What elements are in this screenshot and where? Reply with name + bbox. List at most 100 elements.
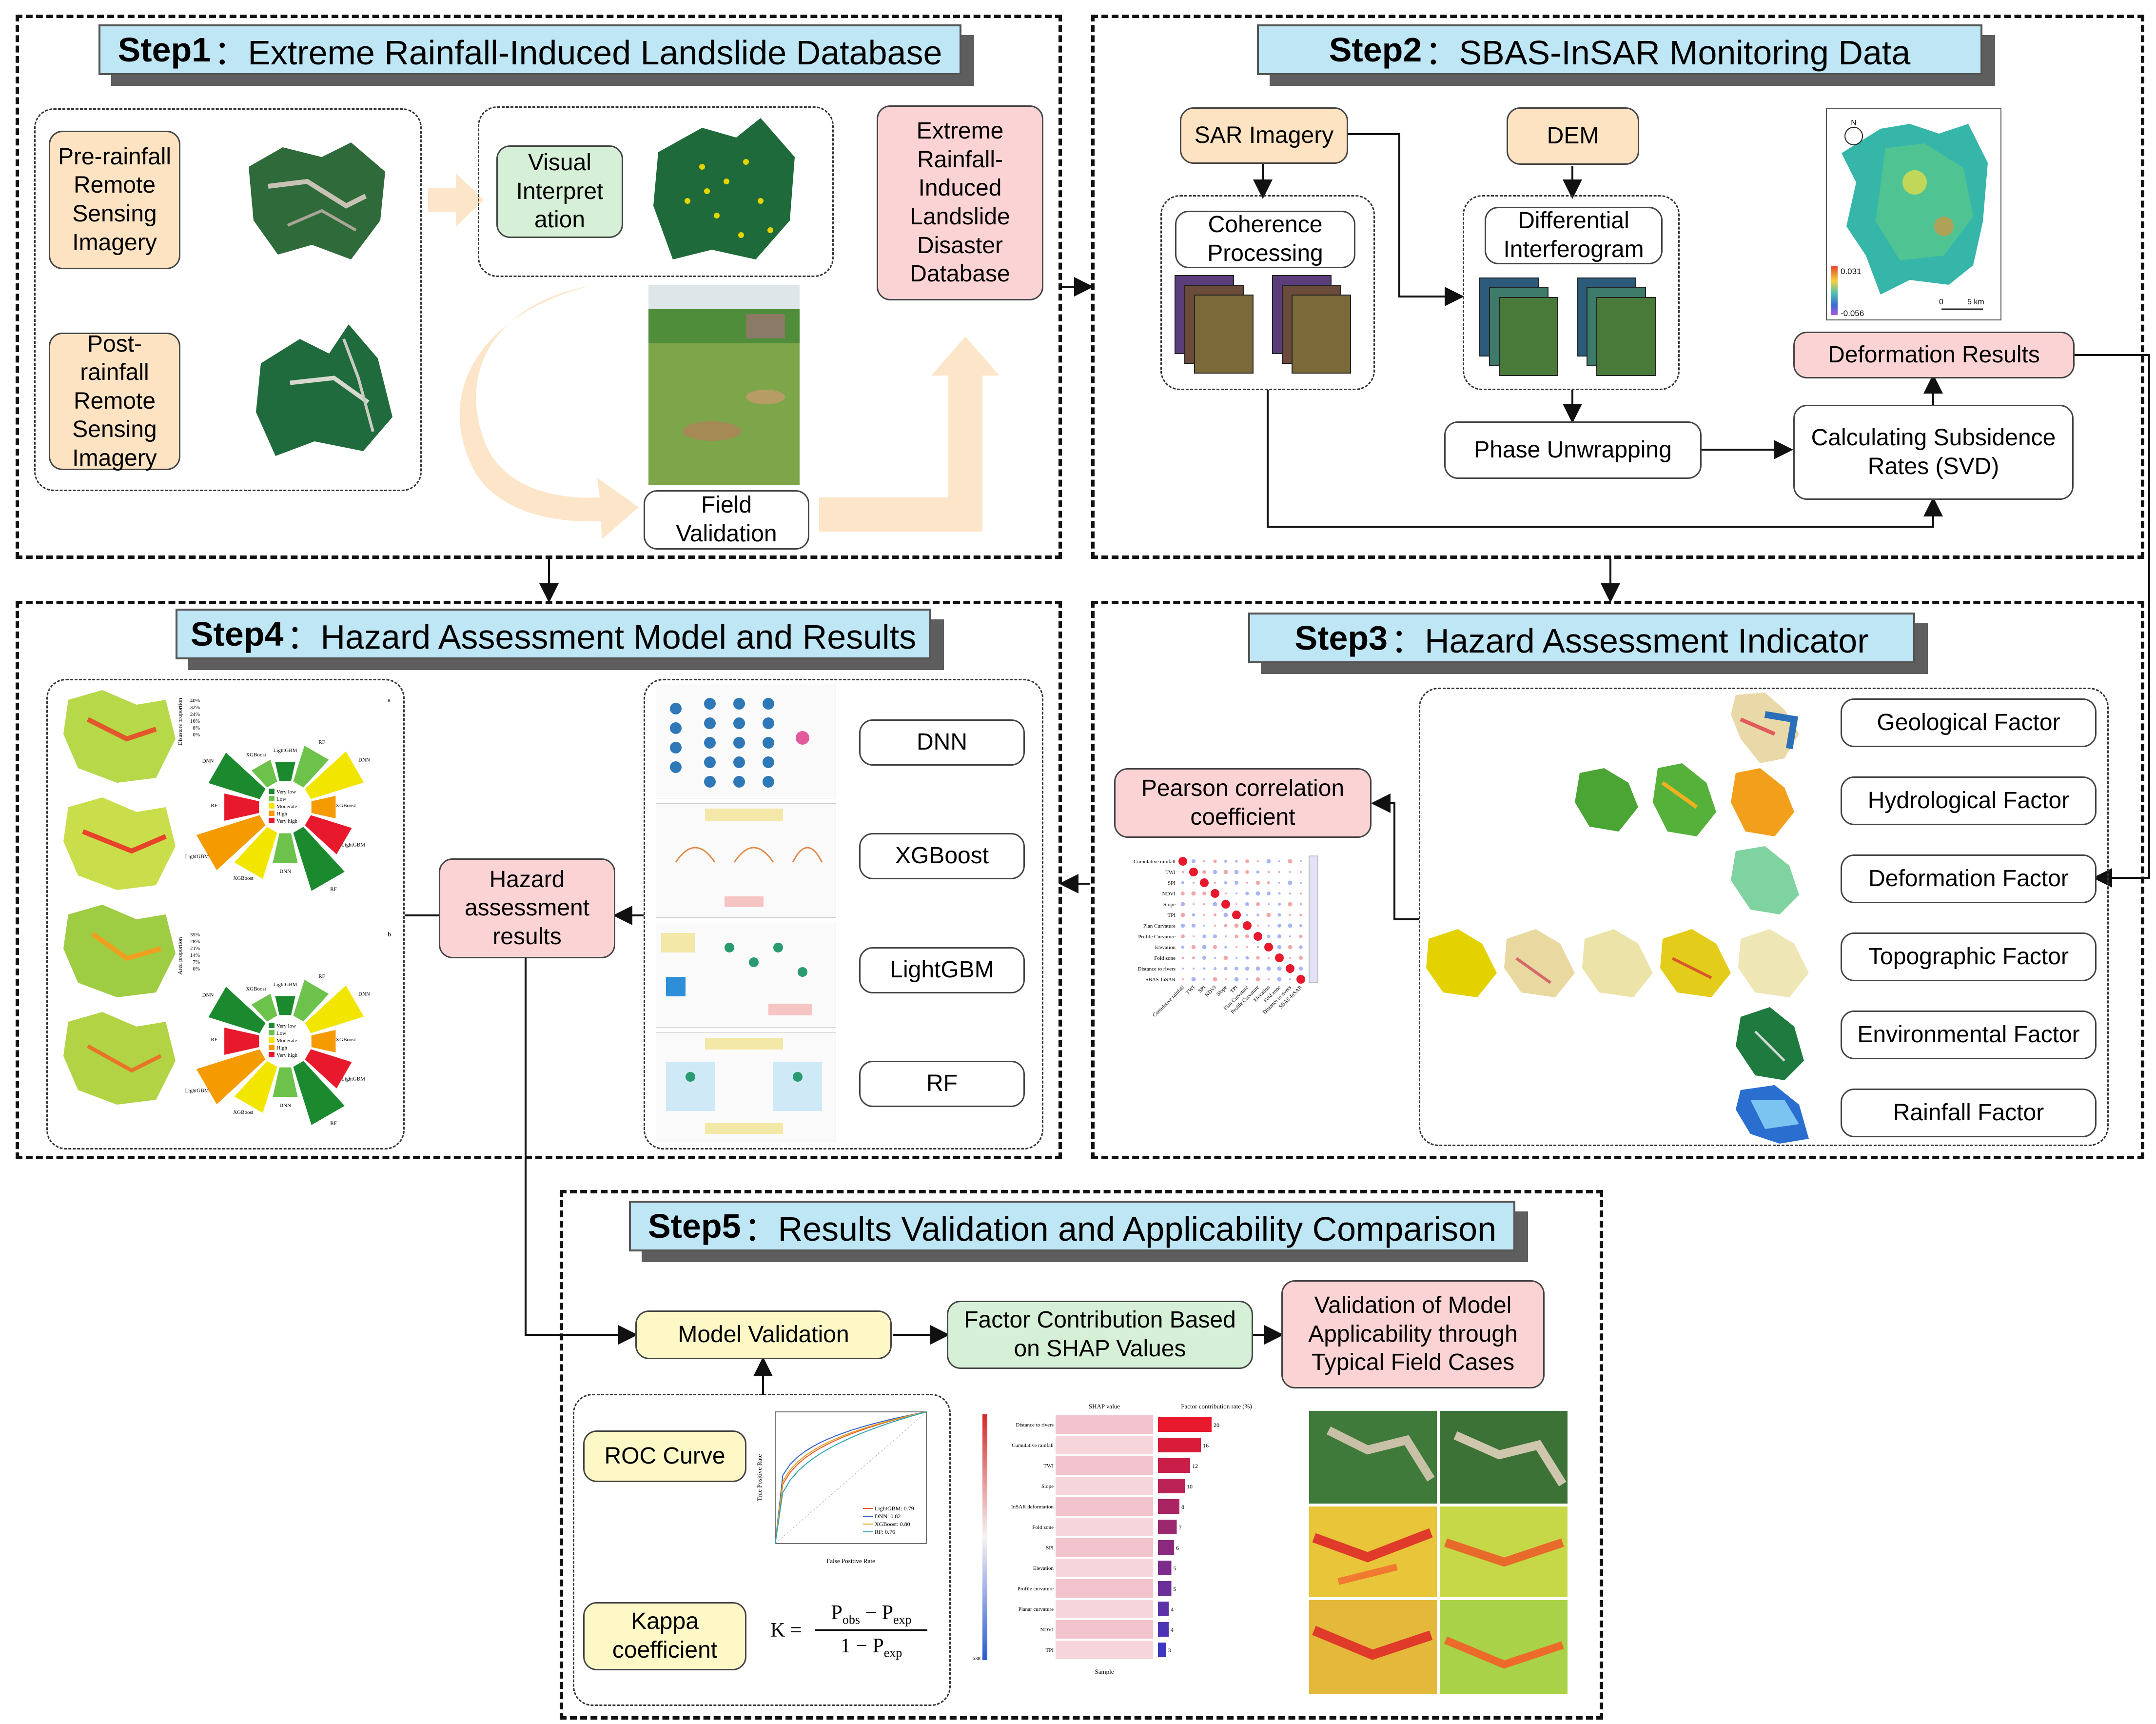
corr-cell — [1193, 903, 1195, 905]
radial-label: XGBoost — [335, 1037, 356, 1043]
corr-cell — [1180, 923, 1185, 928]
corr-cell — [1299, 924, 1303, 928]
radial-label: LightGBM — [274, 748, 297, 753]
factors-subpanel — [1419, 688, 2109, 1146]
shap-feature-label: SPI — [1046, 1545, 1054, 1551]
radial-bar — [311, 795, 336, 819]
corr-cell — [1277, 966, 1282, 971]
corr-cell — [1193, 882, 1195, 884]
corr-cell — [1256, 870, 1260, 874]
step2-label: Step2 — [1329, 31, 1422, 69]
corr-cell — [1213, 977, 1217, 982]
step5-panel — [560, 1190, 1603, 1720]
roc-xlabel: False Positive Rate — [826, 1557, 875, 1565]
contrib-value: 16 — [1203, 1442, 1209, 1449]
corr-cell — [1278, 871, 1280, 873]
north-arrow-label: N — [1851, 119, 1857, 127]
corr-cell — [1266, 891, 1271, 896]
radial-label: LightGBM — [185, 1088, 209, 1094]
shap-colorbar — [982, 1414, 987, 1660]
dnn-box: DNN — [859, 719, 1025, 766]
models-subpanel — [644, 679, 1043, 1149]
corr-cell — [1213, 967, 1217, 971]
corr-cell — [1266, 859, 1271, 864]
legend-swatch — [269, 1023, 274, 1028]
corr-cell — [1234, 977, 1239, 982]
radial-label: RF — [318, 973, 325, 979]
corr-cell — [1225, 892, 1227, 894]
contrib-bar — [1158, 1438, 1201, 1452]
contrib-bar — [1158, 1520, 1177, 1534]
shap-feature-label: Fold zone — [1032, 1525, 1054, 1530]
corr-cell — [1277, 913, 1281, 917]
corr-cell — [1224, 859, 1228, 863]
kappa-k: K = — [770, 1619, 802, 1642]
shap-feature-label: Planar curvature — [1019, 1606, 1054, 1612]
case-map-3 — [1309, 1600, 1437, 1694]
corr-cell — [1300, 882, 1302, 884]
shap-heat-row — [1056, 1415, 1153, 1434]
corr-col-label: TWI — [1185, 984, 1196, 995]
corr-cell — [1202, 945, 1207, 950]
legend-swatch — [269, 811, 274, 816]
step1-banner: Step1：Extreme Rainfall-Induced Landslide… — [98, 24, 961, 75]
corr-cell — [1275, 953, 1284, 962]
shap-feature-label: NDVI — [1040, 1627, 1054, 1633]
corr-cell — [1203, 924, 1206, 927]
radial-bar — [234, 1061, 277, 1113]
pre-rainfall-box: Pre-rainfall Remote Sensing Imagery — [49, 131, 180, 269]
corr-cell — [1191, 859, 1196, 864]
radial-label: XGBoost — [233, 875, 254, 881]
corr-cell — [1224, 967, 1228, 971]
topographic-thumbs — [1426, 929, 1809, 997]
legend-label: Very high — [276, 1052, 298, 1058]
hazard-map-3 — [63, 905, 176, 997]
step5-title: ：Results Validation and Applicability Co… — [744, 1209, 1496, 1248]
radial-ylabel: Disasters proportion — [176, 698, 183, 746]
radial-tick: 24% — [190, 712, 200, 717]
corr-cell — [1289, 914, 1291, 916]
rf-architecture — [656, 1032, 836, 1142]
corr-cell — [1268, 978, 1270, 980]
contrib-value: 5 — [1174, 1585, 1176, 1592]
corr-row-label: TPI — [1168, 912, 1176, 918]
differential-interferogram-box: Differential Interferogram — [1485, 207, 1663, 264]
radial-chart-a-svg: LightGBMRFDNNXGBoostLightGBMRFDNNXGBoost… — [176, 697, 391, 892]
coherence-processing-box: Coherence Processing — [1175, 211, 1355, 268]
shap-feature-label: InSAR deformation — [1011, 1504, 1054, 1510]
shap-heat-row — [1056, 1600, 1153, 1618]
legend-label: Low — [276, 796, 286, 802]
corr-cell — [1300, 871, 1302, 873]
model-validation-box: Model Validation — [635, 1310, 892, 1359]
shap-feature-label: Elevation — [1033, 1565, 1054, 1571]
contrib-value: 7 — [1179, 1524, 1182, 1531]
deformation-map: N 0.031 -0.056 0 5 km — [1826, 108, 2001, 320]
radial-label: RF — [211, 1037, 217, 1043]
corr-cell — [1255, 966, 1260, 971]
corr-cell — [1180, 902, 1185, 907]
radial-label: XGBoost — [233, 1110, 254, 1115]
kappa-box: Kappa coefficient — [583, 1602, 746, 1670]
corr-cell — [1224, 924, 1228, 928]
corr-cell — [1182, 978, 1184, 980]
shap-min: -0.4638 — [973, 1656, 980, 1662]
corr-col-label: Cumulative rainfall — [1152, 985, 1185, 1018]
corr-row-label: Cumulative rainfall — [1134, 859, 1176, 865]
contrib-bar — [1158, 1561, 1172, 1575]
corr-cell — [1202, 892, 1206, 895]
radial-label: LightGBM — [274, 982, 297, 988]
radial-bar — [305, 751, 364, 799]
corr-cell — [1235, 903, 1237, 905]
corr-cell — [1277, 902, 1281, 906]
hazard-maps — [63, 690, 176, 1105]
contrib-value: 10 — [1187, 1483, 1193, 1490]
corr-cell — [1278, 860, 1280, 862]
corr-cell — [1202, 870, 1206, 874]
hazard-map-4 — [63, 1012, 176, 1105]
step2-panel — [1091, 15, 2144, 559]
shap-feature-label: Profile curvature — [1018, 1586, 1054, 1592]
phase-unwrapping-box: Phase Unwrapping — [1444, 421, 1702, 479]
applicability-box: Validation of Model Applicability throug… — [1281, 1280, 1545, 1388]
legend-swatch — [269, 803, 274, 809]
